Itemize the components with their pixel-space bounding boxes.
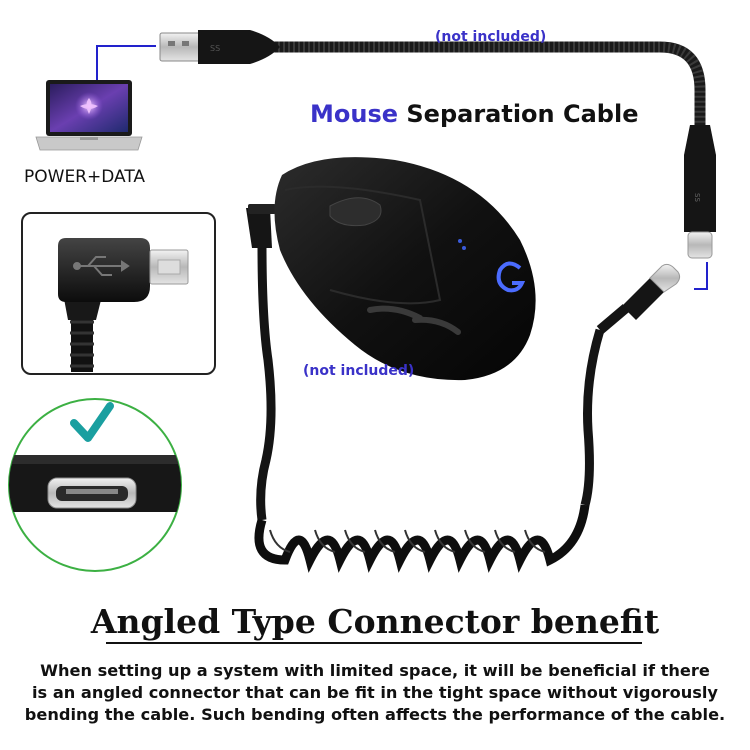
mouse-side-plug xyxy=(246,204,276,248)
angled-connector-inset xyxy=(21,212,216,375)
port-closeup-inset xyxy=(8,398,182,572)
not-included-label-cable: (not included) xyxy=(435,29,547,45)
svg-text:SS: SS xyxy=(210,44,220,53)
gaming-mouse xyxy=(274,157,536,381)
usb-c-connector-mouse-end xyxy=(596,263,681,334)
benefit-heading: Angled Type Connector benefit xyxy=(90,602,660,641)
power-data-label: POWER+DATA xyxy=(24,167,146,187)
usb-c-connector-top: SS xyxy=(684,125,716,259)
check-mark-icon xyxy=(70,402,114,442)
title-rest: Separation Cable xyxy=(406,100,639,128)
description-line: When setting up a system with limited sp… xyxy=(40,661,710,680)
benefit-description: When setting up a system with limited sp… xyxy=(0,660,750,726)
title-mouse-word: Mouse xyxy=(310,100,399,128)
product-title: Mouse Separation Cable xyxy=(310,100,638,128)
braided-cable xyxy=(262,41,706,136)
description-line: is an angled connector that can be fit i… xyxy=(32,683,718,702)
usb-trident-icon xyxy=(73,256,130,276)
description-line: bending the cable. Such bending often af… xyxy=(24,705,726,724)
connector-lines xyxy=(96,45,708,290)
usb-a-connector: SS xyxy=(159,30,280,64)
svg-text:SS: SS xyxy=(693,193,701,202)
laptop-icon xyxy=(35,80,143,151)
not-included-label-mouse: (not included) xyxy=(303,363,415,379)
heading-underline xyxy=(106,642,642,644)
